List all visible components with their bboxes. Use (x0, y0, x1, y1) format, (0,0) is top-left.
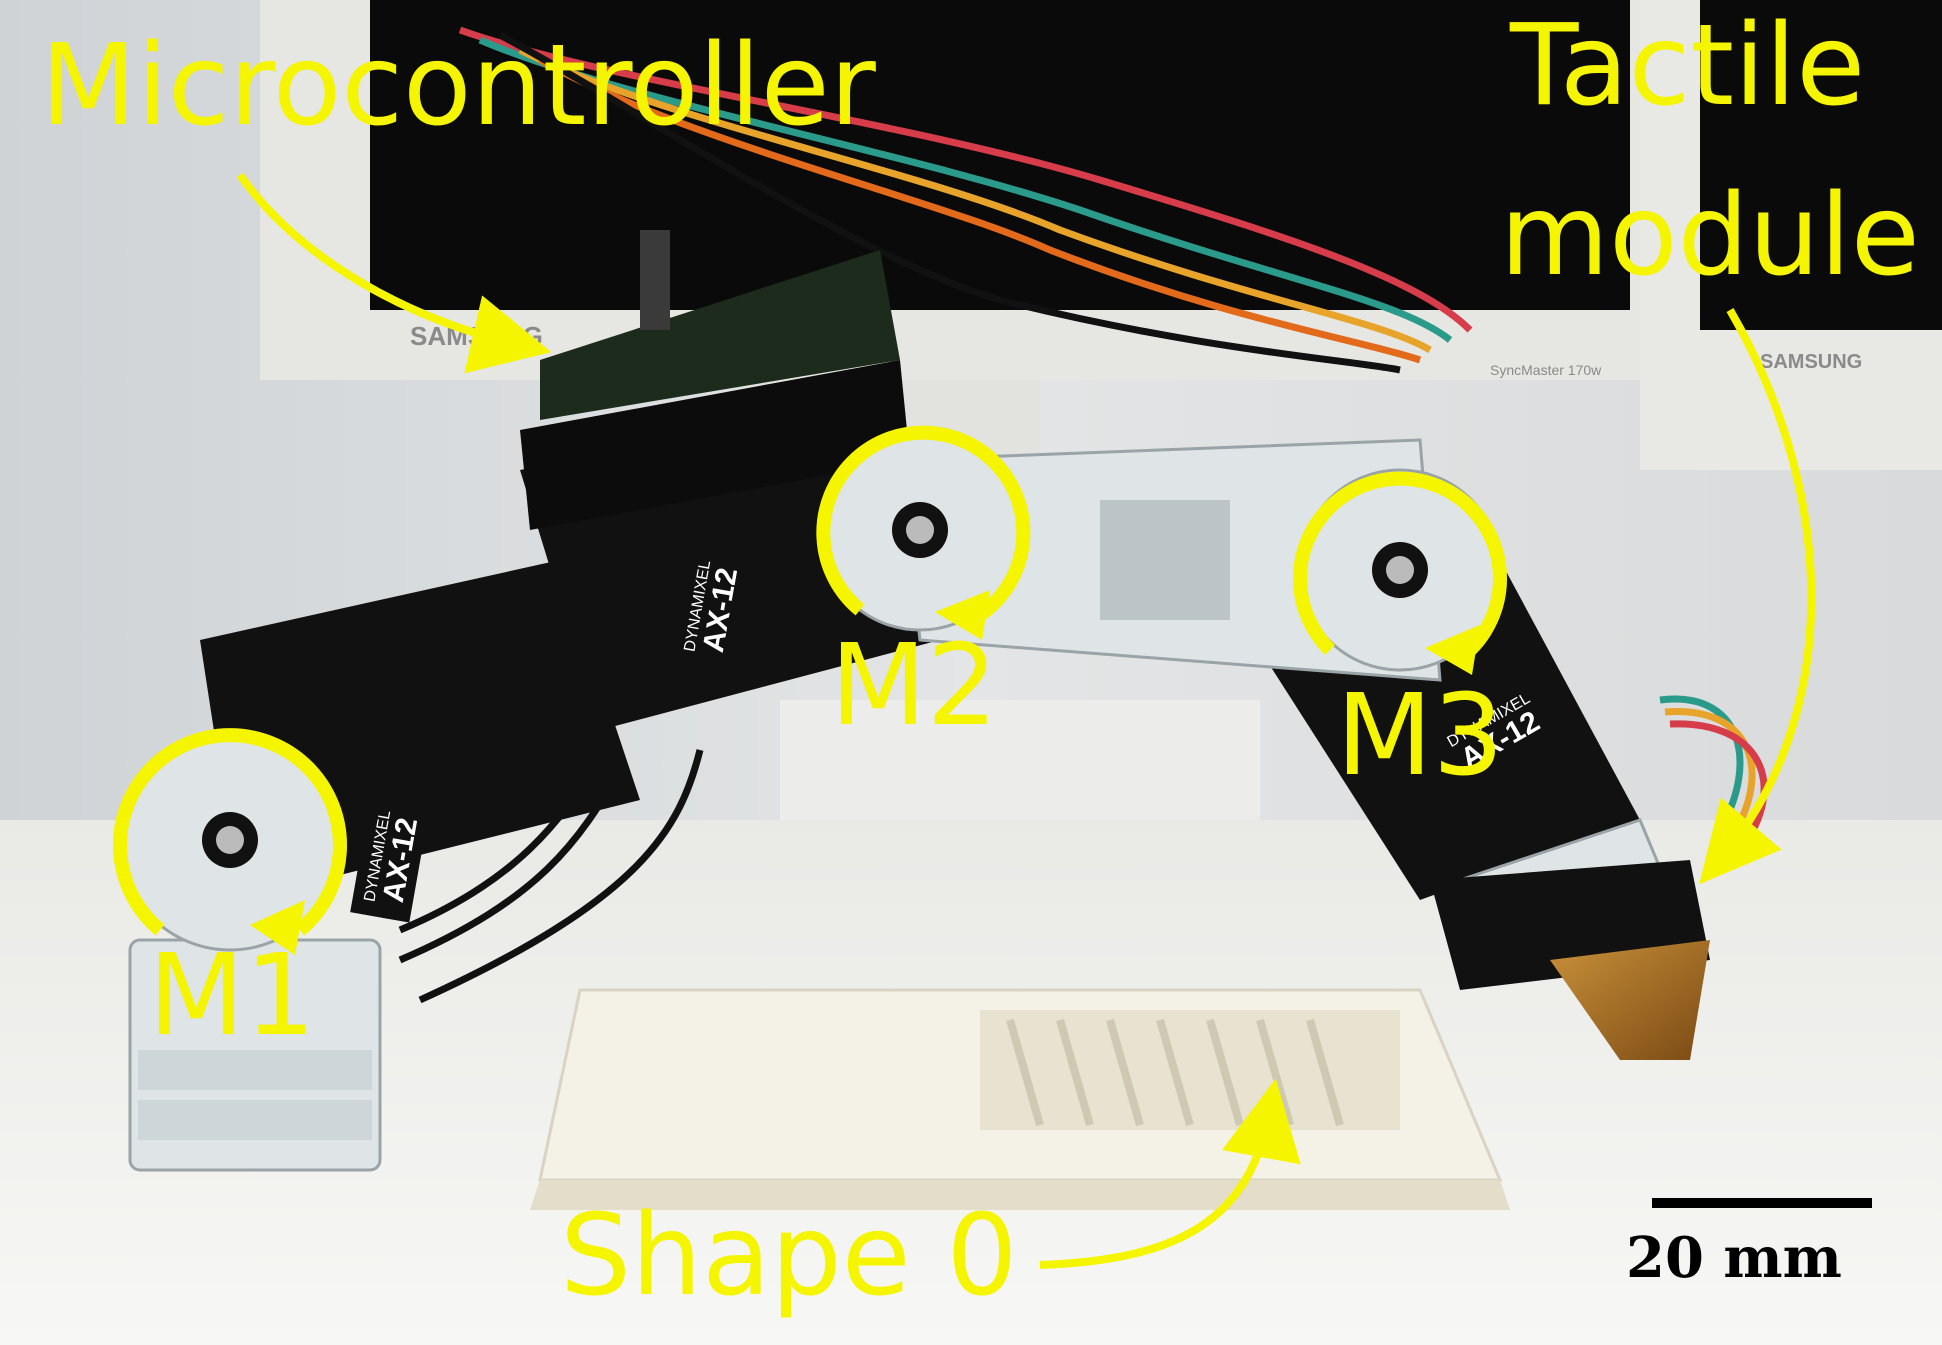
monitor-brand-right: SAMSUNG (1760, 351, 1862, 373)
monitor-model: SyncMaster 170w (1490, 362, 1602, 378)
servo-horn-m2 (818, 428, 1022, 632)
tactile-module (1430, 860, 1710, 1060)
rotation-arc-m1 (113, 728, 347, 955)
shape-label: Shape 0 (560, 1191, 1018, 1321)
arrow-shape (1039, 1078, 1301, 1269)
monitor-right (1640, 0, 1942, 470)
motor-m3-label: M3 (1336, 671, 1504, 801)
base-stack (128, 938, 382, 1172)
monitor-left (260, 0, 1700, 820)
scale-bar-label: 20 mm (1626, 1225, 1842, 1291)
motor-m1-label: M1 (148, 931, 316, 1061)
arrow-microcontroller (236, 172, 552, 374)
rotation-arc-m2 (816, 425, 1031, 640)
motor-m2-label: M2 (830, 621, 998, 751)
shape-base-plate (530, 988, 1510, 1210)
tactile-module-label-line1: Tactile (1510, 1, 1866, 131)
rotation-arc-m3 (1293, 471, 1507, 675)
microcontroller-board (520, 230, 910, 530)
scale-bar-line (1652, 1198, 1872, 1208)
microcontroller-label: Microcontroller (40, 21, 876, 151)
servo-horn-m3 (1298, 468, 1502, 672)
servo-label-m2: DYNAMIXEL AX-12 (670, 543, 751, 673)
tactile-module-label-line2: module (1500, 171, 1920, 301)
arrow-tactile-module (1699, 307, 1816, 885)
